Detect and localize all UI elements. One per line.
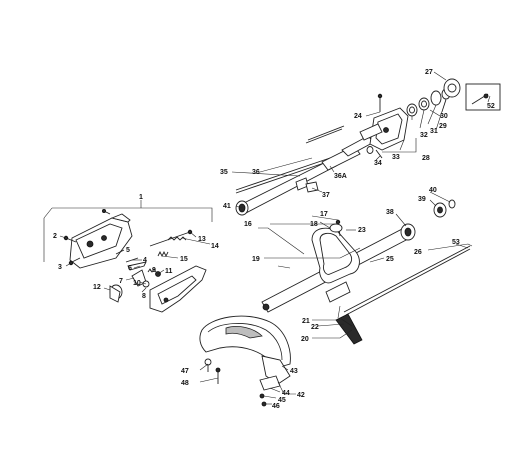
label-7: 7 (119, 278, 123, 285)
guard-bracket-43 (261, 355, 291, 385)
cap-27 (443, 78, 461, 98)
label-33: 33 (392, 154, 400, 161)
group-1-bracket (43, 200, 213, 262)
label-45: 45 (278, 397, 286, 404)
screw-top (102, 208, 111, 215)
label-15: 15 (180, 256, 188, 263)
shaft-26 (343, 245, 471, 316)
label-3: 3 (58, 264, 62, 271)
label-6: 6 (128, 265, 132, 272)
spring-15 (157, 250, 169, 258)
label-40: 40 (429, 187, 437, 194)
label-9: 9 (152, 267, 156, 274)
flex-cable-top (305, 125, 345, 144)
label-46: 46 (272, 403, 280, 410)
label-11: 11 (165, 268, 173, 275)
label-53: 53 (452, 239, 460, 246)
label-52: 52 (487, 103, 495, 110)
bearing-32 (406, 103, 418, 117)
label-34: 34 (374, 160, 382, 167)
label-17: 17 (320, 211, 328, 218)
label-41: 41 (223, 203, 231, 210)
label-30: 30 (440, 113, 448, 120)
label-43: 43 (290, 368, 298, 375)
label-26: 26 (414, 249, 422, 256)
screw-34 (375, 149, 383, 159)
label-22: 22 (311, 324, 319, 331)
label-10: 10 (133, 280, 141, 287)
screw-46 (261, 401, 267, 407)
label-36: 36 (252, 169, 260, 176)
lever-6 (127, 261, 147, 271)
knob-39 (433, 202, 447, 218)
label-39: 39 (418, 196, 426, 203)
drive-cable-35 (235, 157, 331, 194)
label-23: 23 (358, 227, 366, 234)
handle-housing-right (149, 265, 207, 313)
label-28: 28 (422, 155, 430, 162)
label-48: 48 (181, 380, 189, 387)
label-18: 18 (310, 221, 318, 228)
label-8: 8 (142, 293, 146, 300)
blade-44 (259, 375, 281, 391)
label-27: 27 (425, 69, 433, 76)
label-24: 24 (354, 113, 362, 120)
label-12: 12 (93, 284, 101, 291)
label-29: 29 (439, 123, 447, 130)
label-42: 42 (297, 392, 305, 399)
label-44: 44 (282, 390, 290, 397)
label-25: 25 (386, 256, 394, 263)
washer-40 (448, 199, 456, 209)
clamp-38 (400, 223, 416, 241)
grip-12 (109, 284, 123, 303)
label-13: 13 (198, 236, 206, 243)
label-14: 14 (211, 243, 219, 250)
label-5: 5 (126, 247, 130, 254)
label-21: 21 (302, 318, 310, 325)
handle-housing-left (69, 213, 133, 269)
screw-47 (204, 358, 212, 372)
label-37: 37 (322, 192, 330, 199)
label-36a: 36A (334, 173, 347, 180)
screw-45 (259, 393, 265, 399)
label-1: 1 (139, 194, 143, 201)
label-35: 35 (220, 169, 228, 176)
leader-lines (59, 71, 491, 405)
spacer-23 (329, 223, 343, 233)
washer-29 (430, 90, 442, 106)
label-32: 32 (420, 132, 428, 139)
bearing-31 (418, 97, 430, 111)
seal-33 (366, 146, 374, 154)
label-2: 2 (53, 233, 57, 240)
label-4: 4 (143, 257, 147, 264)
label-16: 16 (244, 221, 252, 228)
screw-48 (215, 367, 221, 384)
gear-housing (369, 107, 409, 151)
guard-bracket (335, 313, 363, 345)
screw-24 (377, 93, 383, 112)
label-38: 38 (386, 209, 394, 216)
tube-clamp-37 (305, 181, 319, 193)
label-19: 19 (252, 256, 260, 263)
gear-shaft (359, 123, 383, 141)
loop-handle (311, 227, 360, 303)
label-47: 47 (181, 368, 189, 375)
part-labels: 1 2 3 4 5 6 7 8 9 10 11 12 13 14 15 16 1… (53, 69, 495, 410)
tool-box-52 (465, 83, 501, 111)
throttle-cable-13 (149, 229, 193, 247)
label-20: 20 (301, 336, 309, 343)
label-31: 31 (430, 128, 438, 135)
